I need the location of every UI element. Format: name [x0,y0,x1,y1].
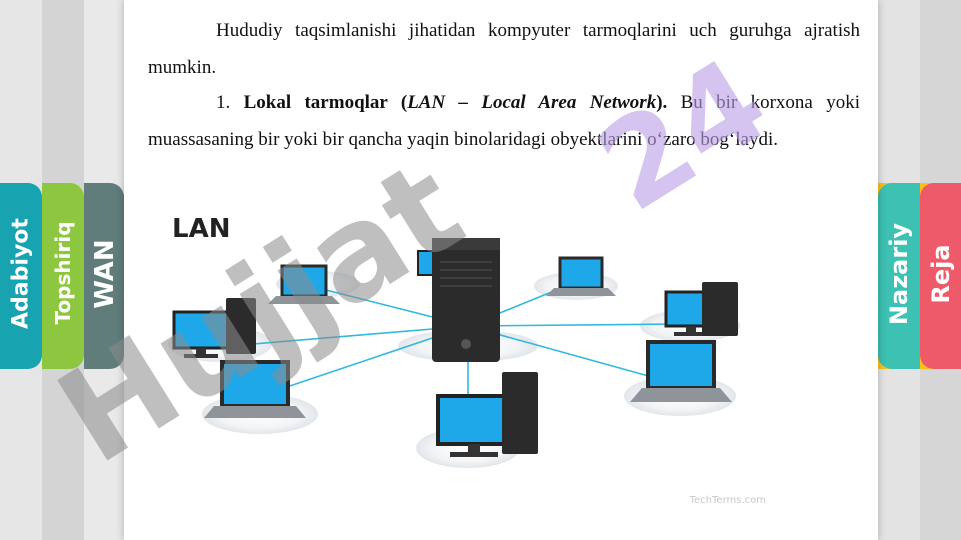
lan-definition-text: Bu bir korxona yoki muassasaning bir yok… [148,92,860,150]
list-number: 1. [216,92,231,113]
tab-topshiriq[interactable]: Topshiriq [42,183,84,369]
tab-reja-label: Reja [927,244,955,304]
tab-nazariy-label: Nazariy [885,222,913,326]
lightbulb-icon [793,257,823,287]
tab-reja[interactable]: Reja [920,183,961,369]
tab-lan-label: LAN [834,243,868,306]
lan-heading-italic: LAN – Local Area Network [407,92,657,113]
image-credit: TechTerms.com [689,495,766,506]
paragraph-intro: Hududiy taqsimlanishi jihatidan kompyute… [148,12,860,86]
paragraph-lan-definition: 1. Lokal tarmoqlar (LAN – Local Area Net… [148,84,860,158]
tab-wan[interactable]: WAN [84,183,124,369]
lan-diagram-title: LAN [172,214,231,244]
lan-network-illustration [168,238,740,468]
tab-adabiyot[interactable]: Adabiyot [0,183,42,369]
tab-nazariy[interactable]: Nazariy [878,183,920,369]
tab-topshiriq-label: Topshiriq [51,221,75,325]
paragraph-intro-text: Hududiy taqsimlanishi jihatidan kompyute… [148,20,860,78]
lan-diagram-image: LAN [150,196,772,510]
lan-heading-bold: Lokal tarmoqlar ( [243,92,408,113]
tab-wan-label: WAN [90,239,120,309]
tab-adabiyot-label: Adabiyot [8,218,34,329]
lan-heading-bold-end: ). [656,92,668,113]
